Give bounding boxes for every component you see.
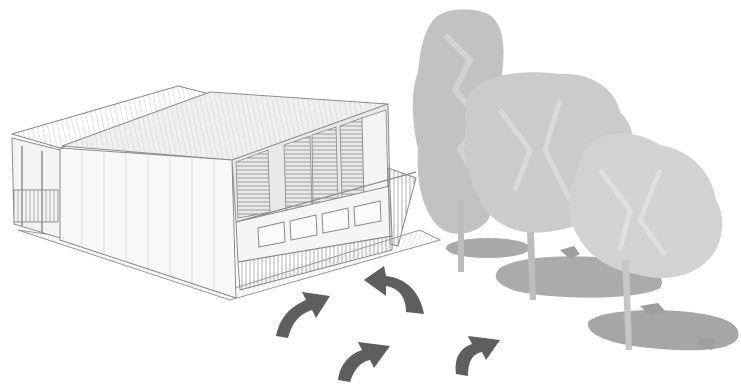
breeze-arrow-2 <box>364 266 424 314</box>
breeze-arrow-3 <box>338 342 390 382</box>
breeze-arrow-1 <box>276 292 330 338</box>
house <box>12 86 440 300</box>
verandah <box>12 138 60 238</box>
breeze-arrow-4 <box>456 336 500 376</box>
tree-shadow-right <box>588 310 739 350</box>
breeze-arrows <box>276 266 500 382</box>
